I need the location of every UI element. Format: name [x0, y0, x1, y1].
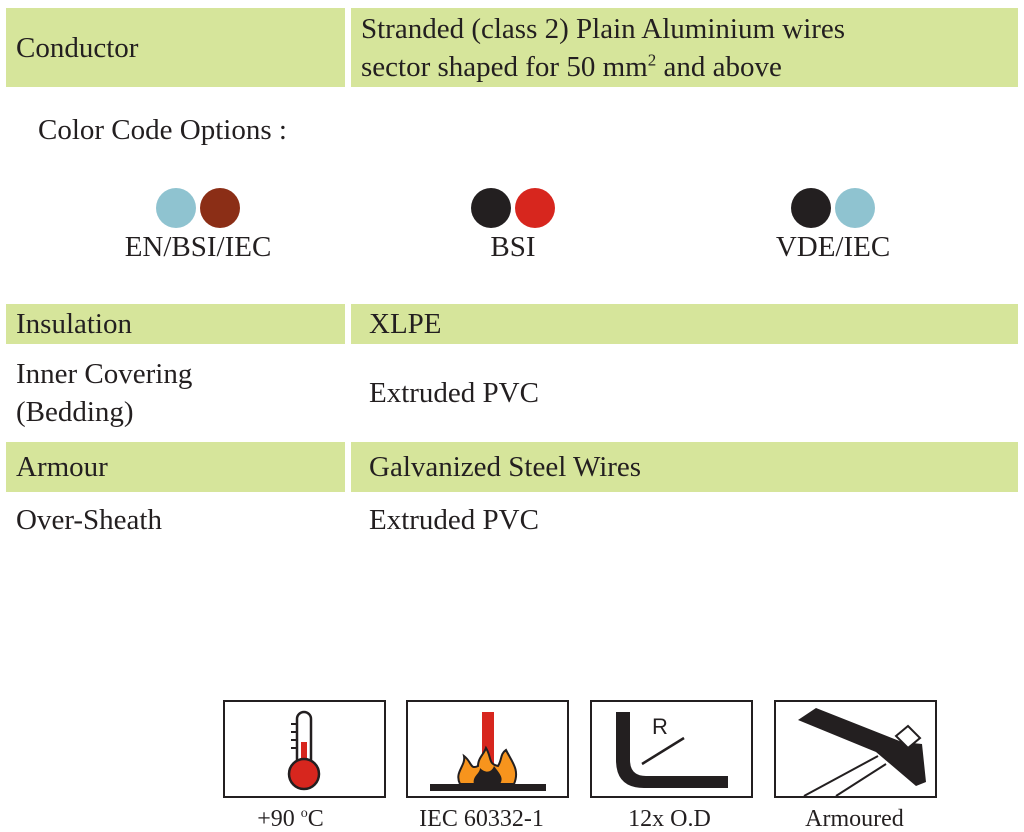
- color-option-bsi: BSI: [383, 188, 643, 264]
- color-dot: [471, 188, 511, 228]
- radius-glyph: R: [652, 714, 668, 739]
- insulation-label: Insulation: [16, 308, 132, 340]
- inner-covering-value-cell: Extruded PVC: [351, 354, 1018, 432]
- inner-covering-label-line1: Inner Covering: [16, 358, 193, 390]
- over-sheath-value-cell: Extruded PVC: [351, 500, 1018, 540]
- temperature-unit: C: [307, 806, 324, 832]
- flame-test-icon: [430, 712, 546, 791]
- inner-covering-label-line2: (Bedding): [16, 396, 134, 428]
- insulation-value: XLPE: [369, 308, 442, 340]
- color-dot: [791, 188, 831, 228]
- color-dots: [68, 188, 328, 230]
- armour-label-cell: Armour: [6, 442, 345, 492]
- conductor-value-line2-text: sector shaped for 50 mm: [361, 50, 648, 83]
- color-dots: [703, 188, 963, 230]
- color-dot: [835, 188, 875, 228]
- color-option-label: VDE/IEC: [775, 231, 891, 263]
- flame-test-caption: IEC 60332-1: [419, 806, 544, 832]
- superscript-2: 2: [647, 49, 657, 69]
- conductor-value-line2-suffix: and above: [656, 50, 782, 83]
- inner-covering-value: Extruded PVC: [369, 377, 539, 409]
- over-sheath-value: Extruded PVC: [369, 504, 539, 536]
- color-dot: [515, 188, 555, 228]
- armour-value: Galvanized Steel Wires: [369, 451, 642, 483]
- color-dot: [200, 188, 240, 228]
- color-option-vde-iec: VDE/IEC: [703, 188, 963, 264]
- insulation-value-cell: XLPE: [351, 304, 1018, 344]
- armour-value-cell: Galvanized Steel Wires: [351, 442, 1018, 492]
- color-dots: [383, 188, 643, 230]
- temperature-value: +90: [257, 806, 301, 832]
- over-sheath-label: Over-Sheath: [16, 504, 162, 536]
- conductor-value-line1: Stranded (class 2) Plain Aluminium wires: [361, 12, 846, 45]
- flame-test-icon-box: [406, 700, 569, 798]
- inner-covering-label-cell: Inner Covering (Bedding): [6, 354, 345, 432]
- thermometer-icon-box: [223, 700, 386, 798]
- armoured-icon-box: [774, 700, 937, 798]
- insulation-label-cell: Insulation: [6, 304, 345, 344]
- color-code-title: Color Code Options :: [38, 114, 287, 146]
- armoured-caption: Armoured: [805, 806, 904, 832]
- conductor-value-line2: sector shaped for 50 mm2 and above: [361, 48, 782, 86]
- armoured-icon: [798, 708, 926, 796]
- thermometer-caption: +90 oC: [209, 806, 372, 832]
- color-option-en-bsi-iec: EN/BSI/IEC: [68, 188, 328, 264]
- color-dot: [156, 188, 196, 228]
- degree-sup: o: [300, 806, 308, 821]
- conductor-value-cell: Stranded (class 2) Plain Aluminium wires…: [351, 8, 1018, 87]
- thermometer-icon: [287, 710, 321, 791]
- conductor-label-cell: Conductor: [6, 8, 345, 87]
- color-option-label: BSI: [490, 231, 536, 263]
- bending-radius-icon-box: R: [590, 700, 753, 798]
- over-sheath-label-cell: Over-Sheath: [6, 500, 345, 540]
- color-option-label: EN/BSI/IEC: [124, 231, 272, 263]
- bending-radius-icon: R: [616, 712, 728, 788]
- conductor-label: Conductor: [16, 31, 139, 64]
- armour-label: Armour: [16, 451, 108, 483]
- bending-radius-caption: 12x O.D: [628, 806, 711, 832]
